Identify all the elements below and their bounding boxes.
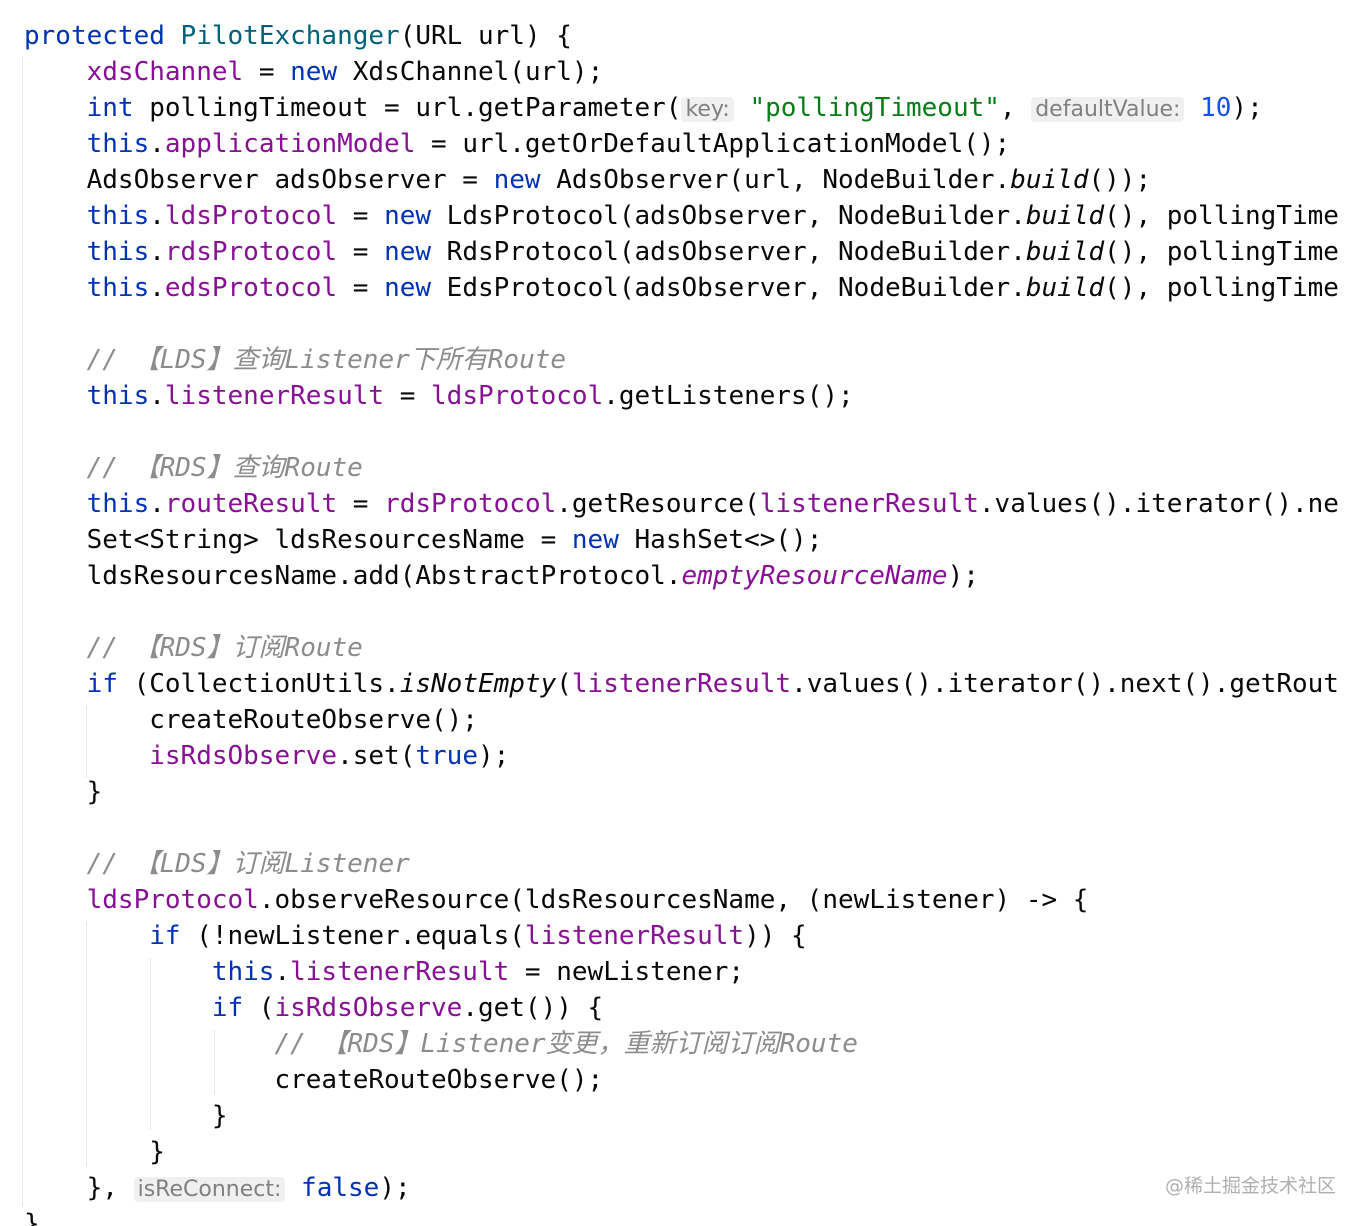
code-line-21: isRdsObserve.set(true); — [149, 741, 510, 771]
code-comment: // 【RDS】查询Route — [86, 453, 363, 483]
code-line-5: AdsObserver adsObserver = new AdsObserve… — [86, 165, 1152, 195]
code-line-8: this.edsProtocol = new EdsProtocol(adsOb… — [86, 273, 1339, 303]
indent-guide — [214, 1030, 215, 1094]
code-line-22: } — [86, 777, 103, 807]
code-line-2: xdsChannel = new XdsChannel(url); — [86, 57, 604, 87]
code-line-19: if (CollectionUtils.isNotEmpty(listenerR… — [86, 669, 1339, 699]
code-line-32: } — [149, 1137, 165, 1167]
code-comment: // 【LDS】订阅Listener — [86, 849, 410, 879]
code-comment: // 【RDS】订阅Route — [86, 633, 363, 663]
code-line-33: }, isReConnect: false); — [86, 1173, 411, 1203]
code-line-27: this.listenerResult = newListener; — [211, 957, 745, 987]
code-line-3: int pollingTimeout = url.getParameter(ke… — [86, 93, 1263, 123]
watermark: @稀土掘金技术社区 — [1164, 1175, 1336, 1197]
parameter-hint-is-reconnect: isReConnect: — [133, 1177, 286, 1202]
code-line-4: this.applicationModel = url.getOrDefault… — [86, 129, 1011, 159]
code-line-30: createRouteObserve(); — [274, 1065, 604, 1095]
code-line-15: Set<String> ldsResourcesName = new HashS… — [86, 525, 823, 555]
indent-guide — [150, 958, 151, 1130]
code-line-26: if (!newListener.equals(listenerResult))… — [149, 921, 807, 951]
code-line-31: } — [211, 1101, 228, 1131]
indent-guide — [22, 56, 23, 1206]
parameter-hint-default-value: defaultValue: — [1031, 97, 1185, 122]
parameter-hint-key: key: — [681, 97, 734, 122]
indent-guide — [86, 706, 87, 778]
code-line-7: this.rdsProtocol = new RdsProtocol(adsOb… — [86, 237, 1339, 267]
code-line-6: this.ldsProtocol = new LdsProtocol(adsOb… — [86, 201, 1339, 231]
code-line-16: ldsResourcesName.add(AbstractProtocol.em… — [86, 561, 979, 591]
code-line-1: protected PilotExchanger(URL url) { — [24, 21, 572, 51]
code-line-14: this.routeResult = rdsProtocol.getResour… — [86, 489, 1339, 519]
indent-guide — [86, 922, 87, 1166]
code-line-34: } — [24, 1209, 40, 1226]
code-line-11: this.listenerResult = ldsProtocol.getLis… — [86, 381, 854, 411]
code-comment: // 【RDS】Listener变更，重新订阅订阅Route — [274, 1029, 858, 1059]
code-line-20: createRouteObserve(); — [149, 705, 478, 735]
code-line-28: if (isRdsObserve.get()) { — [211, 993, 604, 1023]
code-line-25: ldsProtocol.observeResource(ldsResources… — [86, 885, 1089, 915]
code-comment: // 【LDS】查询Listener下所有Route — [86, 345, 567, 375]
